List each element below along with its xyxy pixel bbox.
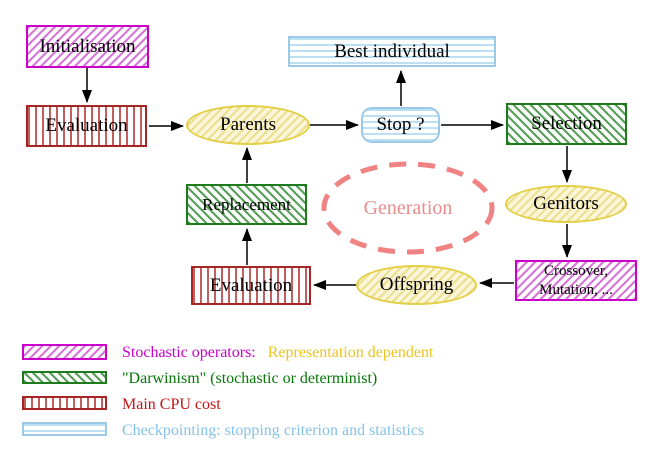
legend-label-darwinism: "Darwinism" (stochastic or determinist) xyxy=(122,370,378,387)
legend-swatch-checkpointing xyxy=(22,422,107,436)
node-replacement-label: Replacement xyxy=(202,194,291,214)
node-crossover-line1: Crossover, xyxy=(544,262,608,279)
node-evaluation-bottom: Evaluation xyxy=(191,266,311,305)
node-offspring: Offspring xyxy=(356,265,477,305)
node-best-individual: Best individual xyxy=(288,36,496,67)
node-genitors-label: Genitors xyxy=(533,193,599,215)
node-evaluation-top: Evaluation xyxy=(26,105,147,147)
legend-swatch-darwinism xyxy=(22,371,107,384)
node-stop: Stop ? xyxy=(361,107,440,143)
node-genitors: Genitors xyxy=(505,185,627,223)
node-crossover-line2: Mutation, ... xyxy=(539,281,613,298)
node-best-individual-label: Best individual xyxy=(334,40,450,62)
node-parents-label: Parents xyxy=(220,114,276,136)
legend-swatch-cpu-cost xyxy=(22,396,107,410)
legend-label-representation: Representation dependent xyxy=(267,344,434,361)
legend-label-checkpointing: Checkpointing: stopping criterion and st… xyxy=(122,422,425,439)
node-crossover-mutation: Crossover, Mutation, ... xyxy=(515,260,637,301)
node-evaluation-bottom-label: Evaluation xyxy=(209,274,293,296)
node-selection: Selection xyxy=(506,103,627,145)
node-replacement: Replacement xyxy=(186,184,307,225)
node-initialisation: Initialisation xyxy=(26,25,149,68)
generation-label: Generation xyxy=(363,197,453,219)
legend-label-stochastic: Stochastic operators: xyxy=(122,344,256,361)
generation-dashed-ellipse xyxy=(321,161,495,255)
legend-label-cpu-cost: Main CPU cost xyxy=(122,396,221,413)
node-selection-label: Selection xyxy=(531,113,602,135)
node-initialisation-label: Initialisation xyxy=(39,35,136,57)
node-evaluation-top-label: Evaluation xyxy=(45,115,128,137)
legend-swatch-stochastic xyxy=(22,344,107,360)
node-stop-label: Stop ? xyxy=(376,114,425,136)
legend-row-stochastic: Stochastic operators: Representation depe… xyxy=(122,344,433,362)
node-parents: Parents xyxy=(186,105,310,145)
node-offspring-label: Offspring xyxy=(379,274,454,296)
